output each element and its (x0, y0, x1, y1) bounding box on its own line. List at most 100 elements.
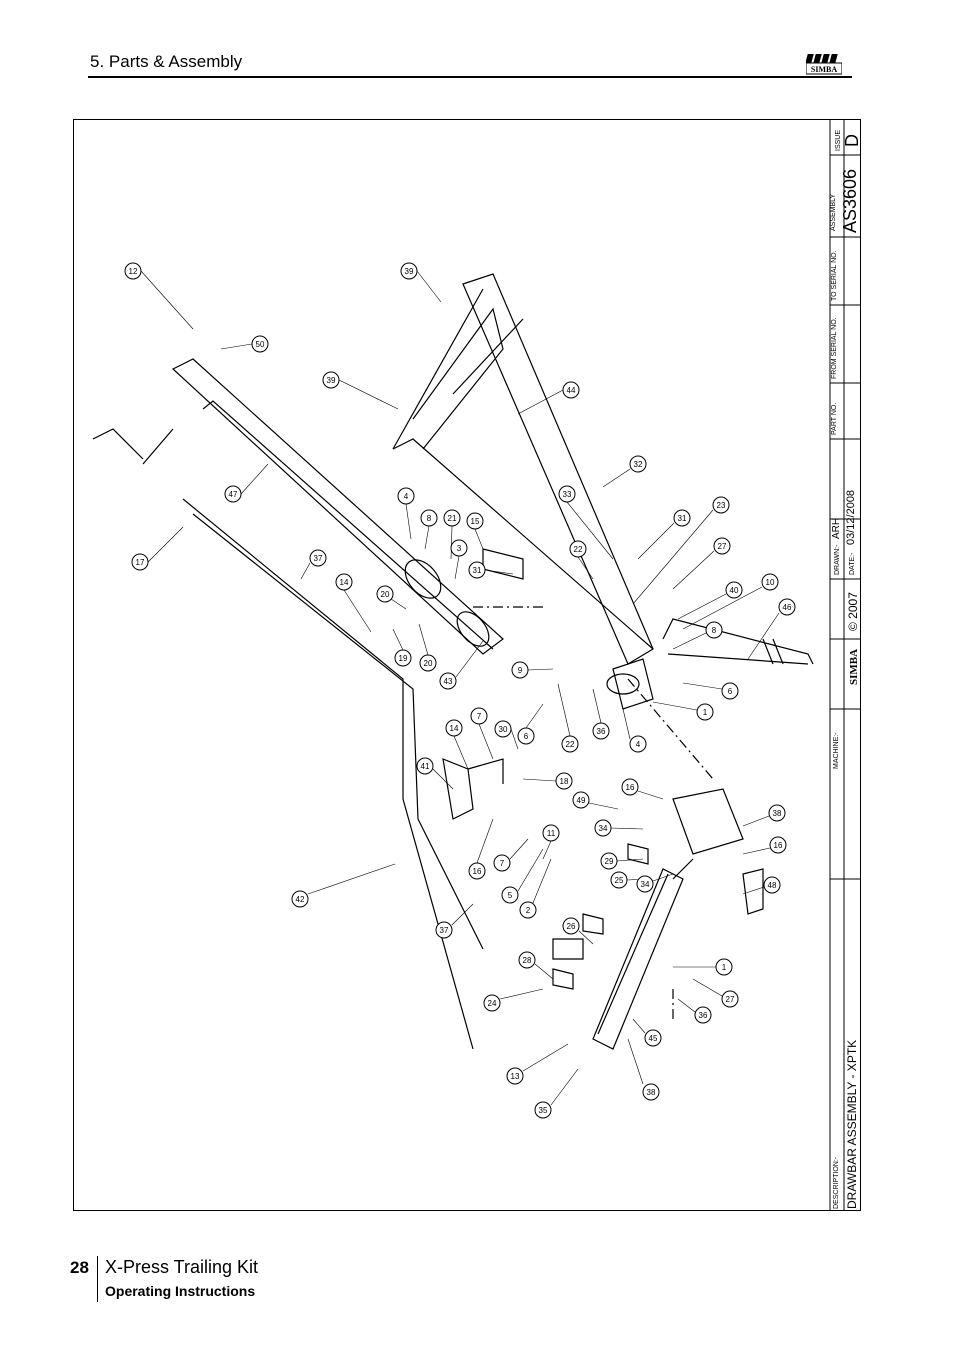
svg-text:35: 35 (539, 1106, 548, 1115)
callout-balloon: 36 (677, 998, 712, 1024)
svg-text:41: 41 (421, 762, 430, 771)
title-block (829, 119, 861, 1211)
callout-balloon: 6 (682, 682, 739, 700)
svg-text:22: 22 (566, 740, 575, 749)
callout-balloon: 13 (506, 1043, 569, 1085)
svg-text:38: 38 (773, 809, 782, 818)
callout-balloon: 31 (468, 561, 514, 579)
callout-balloon: 48 (742, 876, 781, 895)
simba-logo: SIMBA (806, 54, 842, 75)
svg-text:48: 48 (768, 881, 777, 890)
svg-text:DATE:-: DATE:- (849, 552, 856, 575)
svg-text:1: 1 (722, 963, 727, 972)
svg-text:18: 18 (560, 777, 569, 786)
callout-balloon: 20 (418, 623, 437, 672)
footer-divider (97, 1256, 98, 1302)
callout-balloon: 21 (443, 509, 461, 560)
svg-text:D: D (842, 134, 861, 147)
svg-text:50: 50 (256, 340, 265, 349)
svg-text:6: 6 (728, 687, 733, 696)
callout-balloon: 44 (517, 381, 580, 415)
svg-text:15: 15 (471, 517, 480, 526)
svg-text:42: 42 (296, 895, 305, 904)
title-block-text: ISSUE D ASSEMBLY AS3606 TO SERIAL NO. FR… (830, 130, 861, 1209)
svg-text:3: 3 (457, 544, 462, 553)
svg-text:44: 44 (567, 386, 576, 395)
svg-text:36: 36 (597, 727, 606, 736)
callout-balloon: 16 (742, 836, 787, 855)
svg-text:19: 19 (399, 654, 408, 663)
callout-balloon: 14 (335, 573, 372, 633)
callout-balloon: 43 (439, 640, 484, 690)
svg-text:30: 30 (499, 725, 508, 734)
callout-balloon: 8 (420, 509, 438, 550)
callout-balloon: 24 (483, 988, 544, 1012)
svg-text:FROM SERIAL NO.: FROM SERIAL NO. (831, 317, 838, 379)
svg-text:39: 39 (327, 376, 336, 385)
svg-text:1: 1 (703, 708, 708, 717)
svg-text:7: 7 (477, 712, 482, 721)
svg-text:10: 10 (766, 578, 775, 587)
svg-text:21: 21 (448, 514, 457, 523)
svg-text:13: 13 (511, 1072, 520, 1081)
svg-text:7: 7 (500, 859, 505, 868)
callout-balloon: 35 (534, 1068, 579, 1119)
callout-balloon: 22 (557, 683, 579, 753)
svg-text:5: 5 (508, 891, 513, 900)
callout-balloon: 1 (673, 958, 733, 976)
callout-balloon: 40 (677, 581, 743, 620)
svg-text:6: 6 (524, 732, 529, 741)
callout-balloon: 4 (622, 708, 647, 753)
callout-balloon: 26 (562, 917, 594, 945)
svg-text:PART NO.: PART NO. (831, 403, 838, 435)
callout-balloon: 31 (637, 509, 691, 560)
callout-balloon: 1 (652, 701, 714, 721)
svg-text:4: 4 (636, 740, 641, 749)
callout-balloon: 7 (470, 707, 494, 760)
svg-text:2: 2 (526, 906, 531, 915)
svg-text:26: 26 (567, 922, 576, 931)
callout-balloon: 15 (466, 512, 484, 550)
callout-balloon: 16 (621, 778, 664, 800)
callout-balloon: 37 (435, 903, 474, 939)
svg-text:40: 40 (730, 586, 739, 595)
callout-balloon: 37 (300, 549, 327, 580)
svg-text:25: 25 (615, 876, 624, 885)
svg-text:16: 16 (774, 841, 783, 850)
callout-balloon: 36 (592, 688, 610, 740)
callout-balloon: 32 (602, 455, 647, 488)
callout-balloon: 50 (220, 335, 269, 353)
svg-text:39: 39 (405, 267, 414, 276)
svg-text:4: 4 (404, 492, 409, 501)
svg-text:AS3606: AS3606 (840, 169, 860, 233)
svg-text:TO SERIAL NO.: TO SERIAL NO. (831, 250, 838, 301)
svg-text:DESCRIPTION:-: DESCRIPTION:- (833, 1156, 840, 1209)
svg-text:20: 20 (424, 659, 433, 668)
svg-text:MACHINE:-: MACHINE:- (833, 732, 840, 769)
svg-text:24: 24 (488, 999, 497, 1008)
svg-text:SIMBA: SIMBA (848, 649, 860, 685)
svg-text:49: 49 (577, 796, 586, 805)
svg-text:DRAWBAR ASSEMBLY - XPTK: DRAWBAR ASSEMBLY - XPTK (845, 1040, 859, 1209)
part-callouts: 12 39 50 39 44 47 4 8 21 15 3 33 32 31 2… (124, 262, 796, 1119)
header-rule (88, 76, 852, 78)
section-title: 5. Parts & Assembly (90, 52, 243, 71)
callout-balloon: 45 (632, 1018, 662, 1047)
svg-text:8: 8 (712, 626, 717, 635)
assembly-drawing: ISSUE D ASSEMBLY AS3606 TO SERIAL NO. FR… (92, 119, 861, 1211)
svg-text:45: 45 (649, 1034, 658, 1043)
svg-text:34: 34 (599, 824, 608, 833)
callout-balloon: 23 (632, 496, 730, 605)
callout-balloon: 10 (682, 573, 779, 630)
svg-text:47: 47 (229, 490, 238, 499)
footer-title: X-Press Trailing Kit (105, 1257, 259, 1277)
callout-balloon: 39 (400, 262, 442, 303)
callout-balloon: 16 (468, 818, 494, 880)
svg-text:9: 9 (518, 666, 523, 675)
callout-balloon: 11 (542, 824, 560, 860)
callout-balloon: 38 (627, 1038, 660, 1101)
callout-balloon: 33 (558, 485, 614, 560)
svg-text:31: 31 (473, 566, 482, 575)
svg-text:ASSEMBLY: ASSEMBLY (830, 193, 837, 231)
callout-balloon: 28 (518, 951, 554, 980)
